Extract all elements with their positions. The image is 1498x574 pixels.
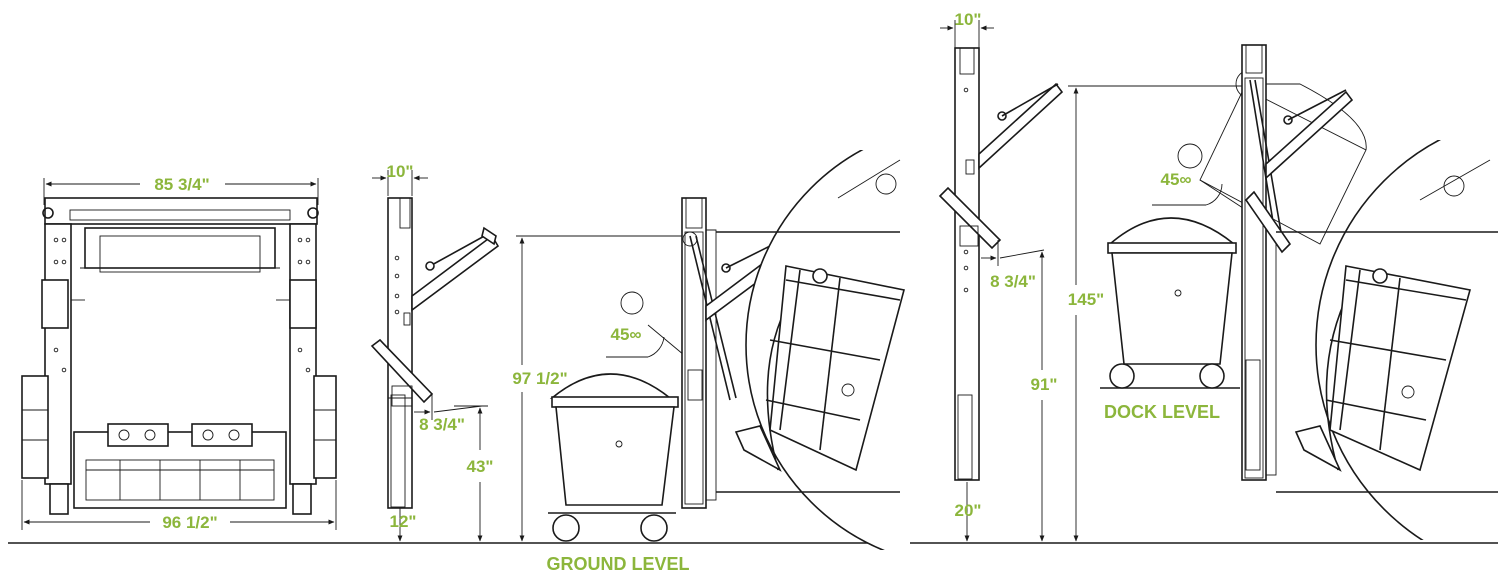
dock-angle-label: 45∞ <box>1160 170 1191 189</box>
ground-pivot-height-label: 43" <box>467 457 494 476</box>
ground-lift-height-label: 97 1/2" <box>512 369 567 388</box>
dock-side-bottom-height-label: 20" <box>955 501 982 520</box>
ground-configuration: 8 3/4" 43" 97 1/2" 45∞ <box>414 150 910 574</box>
side-bottom-height-label: 12" <box>390 512 417 531</box>
side-top-width-label: 10" <box>387 162 414 181</box>
dock-side-top-width-label: 10" <box>955 10 982 29</box>
front-top-width-label: 85 3/4" <box>154 175 209 194</box>
ground-level-label: GROUND LEVEL <box>546 554 689 574</box>
ground-angle-label: 45∞ <box>610 325 641 344</box>
dock-configuration: 145" 45∞ <box>1068 44 1498 542</box>
dock-side-pivot-height-label: 91" <box>1031 375 1058 394</box>
front-bottom-width-label: 96 1/2" <box>162 513 217 532</box>
ground-offset-label: 8 3/4" <box>419 415 465 434</box>
dock-level-label: DOCK LEVEL <box>1104 402 1220 422</box>
dock-side-offset-label: 8 3/4" <box>990 272 1036 291</box>
dock-side-view: 10" 8 3/4" 91" 20" <box>938 10 1064 542</box>
side-view: 10" 12" <box>370 162 500 542</box>
front-view: 85 3/4" <box>21 175 337 532</box>
dock-lift-height-label: 145" <box>1068 290 1104 309</box>
